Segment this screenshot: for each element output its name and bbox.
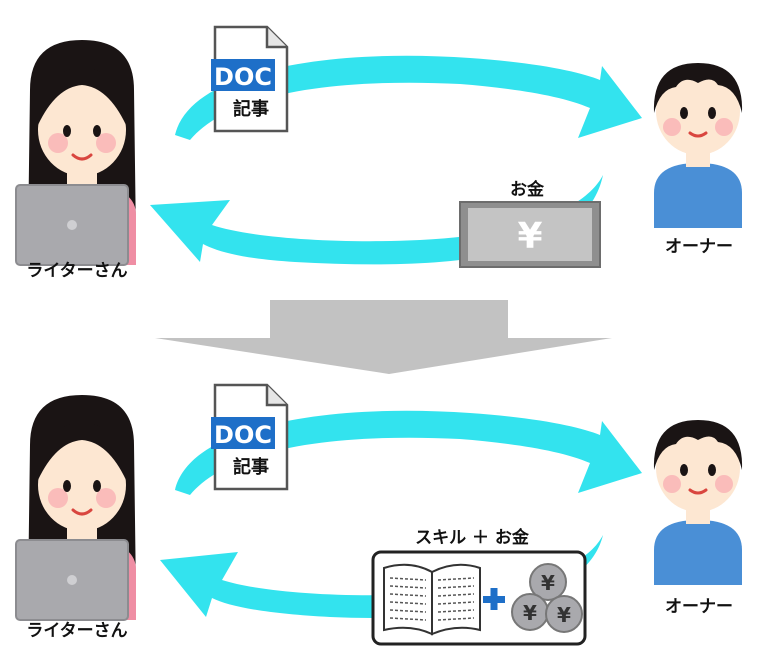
bottom-writer-character <box>14 393 138 622</box>
coins-icon: ¥ ¥ ¥ <box>511 563 583 633</box>
top-article-arrow <box>175 55 642 140</box>
bottom-article-arrow <box>175 410 642 495</box>
top-money-label: お金 <box>510 179 545 200</box>
top-yen-symbol: ¥ <box>517 216 542 257</box>
bottom-document-icon: DOC 記事 <box>209 383 289 491</box>
transition-down-arrow <box>155 300 612 374</box>
top-owner-label: オーナー <box>665 237 733 257</box>
coin-yen-symbol-2: ¥ <box>523 601 537 625</box>
top-document-icon: DOC 記事 <box>209 25 289 133</box>
coin-yen-symbol-3: ¥ <box>557 603 571 627</box>
top-banknote-icon: ¥ <box>459 201 601 268</box>
bottom-doc-caption: 記事 <box>233 456 269 478</box>
plus-icon <box>483 588 505 610</box>
coin-yen-symbol-1: ¥ <box>541 571 555 595</box>
top-doc-caption: 記事 <box>233 98 269 120</box>
top-scene: ライターさん オーナー DOC 記事 お金 ¥ <box>14 25 744 281</box>
bottom-owner-character <box>652 418 744 587</box>
bottom-doc-badge-text: DOC <box>214 421 272 449</box>
bottom-writer-label: ライターさん <box>26 621 127 641</box>
top-writer-label: ライターさん <box>26 261 127 281</box>
top-doc-badge-text: DOC <box>214 63 272 91</box>
top-writer-character <box>14 38 138 267</box>
top-owner-character <box>652 61 744 230</box>
bottom-owner-label: オーナー <box>665 597 733 617</box>
skill-money-box: ¥ ¥ ¥ <box>371 550 587 646</box>
bottom-scene: ライターさん オーナー DOC 記事 スキル ＋ お金 <box>14 383 744 646</box>
open-book-icon <box>383 563 481 636</box>
bottom-payment-label: スキル ＋ お金 <box>415 527 530 548</box>
